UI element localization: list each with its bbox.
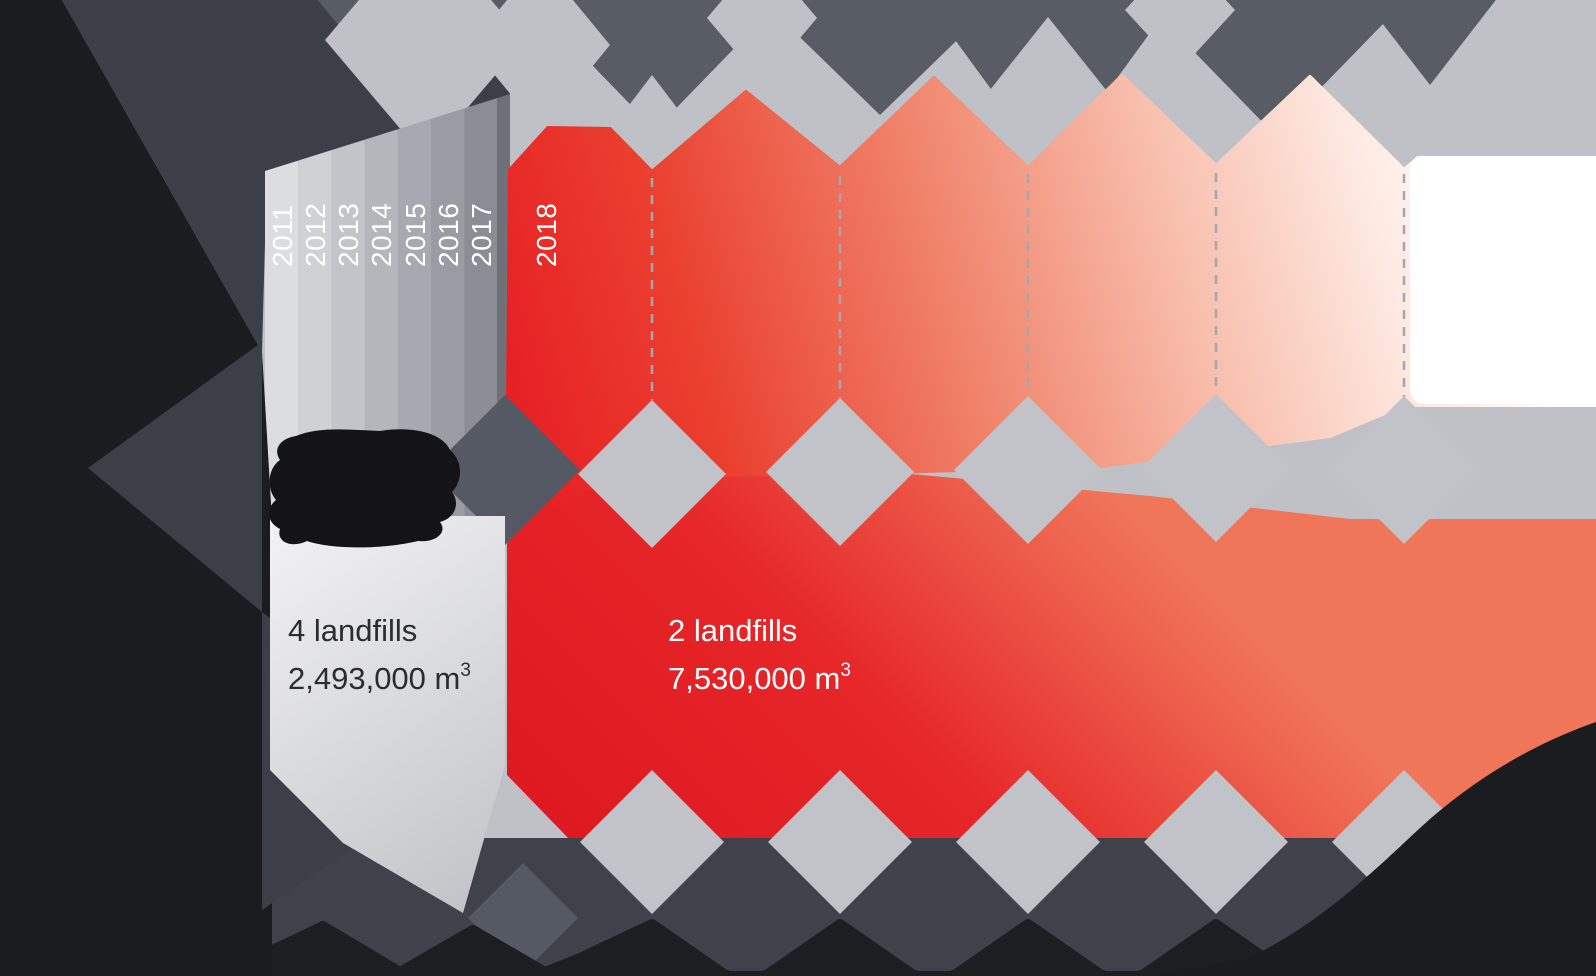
- gray-diamond: [580, 770, 724, 914]
- year-label-2016: 2016: [433, 203, 464, 267]
- active-landfills-count: 2 landfills: [668, 613, 797, 648]
- gray-diamond: [954, 396, 1102, 544]
- active-landfills-volume: 7,530,000 m3: [668, 660, 851, 696]
- closed-landfills-volume: 2,493,000 m3: [288, 660, 471, 696]
- closed-landfills-panel: [268, 429, 505, 913]
- gray-diamond: [707, 0, 817, 83]
- seam-diamonds-upper: [430, 394, 1478, 548]
- year-label-2015: 2015: [400, 203, 431, 267]
- red-band-lower: [507, 473, 1596, 840]
- redacted-scribble: [268, 429, 460, 548]
- right-mountain-silhouette: [1150, 722, 1596, 976]
- gray-diamond: [956, 770, 1100, 914]
- gray-diamond: [470, 0, 610, 130]
- slate-diamond: [1364, 0, 1496, 85]
- gray-diamond: [766, 398, 914, 546]
- year-label-2018: 2018: [531, 203, 562, 267]
- gray-diamond: [578, 400, 726, 548]
- red-band-2018: [505, 74, 1596, 529]
- gray-diamond: [1330, 396, 1478, 544]
- slate-diamond: [430, 395, 580, 545]
- gray-diamond: [768, 770, 912, 914]
- panel-pennant: [270, 516, 505, 913]
- year-label-2017: 2017: [466, 203, 497, 267]
- closed-landfills-callout: 4 landfills 2,493,000 m3: [288, 613, 471, 696]
- year-label-2014: 2014: [366, 203, 397, 267]
- band-white-end: [1410, 156, 1596, 404]
- slate-diamond: [761, 0, 999, 115]
- black-ridge-silhouette: [257, 919, 1345, 976]
- gray-diamond: [1142, 394, 1290, 542]
- active-landfills-callout: 2 landfills 7,530,000 m3: [668, 613, 851, 696]
- year-label-2012: 2012: [300, 203, 331, 267]
- chevron-left-icon: [88, 342, 262, 612]
- gray-diamond: [1144, 770, 1288, 914]
- year-label-2011: 2011: [267, 205, 298, 267]
- closed-landfills-count: 4 landfills: [288, 613, 417, 648]
- year-labels: 2011 2012 2013 2014 2015 2016 2017 2018: [267, 203, 562, 267]
- valley-dashed-lines: [650, 173, 1406, 400]
- year-label-2013: 2013: [333, 203, 364, 267]
- gray-diamond: [1125, 0, 1235, 70]
- top-decoration: [62, 0, 1496, 352]
